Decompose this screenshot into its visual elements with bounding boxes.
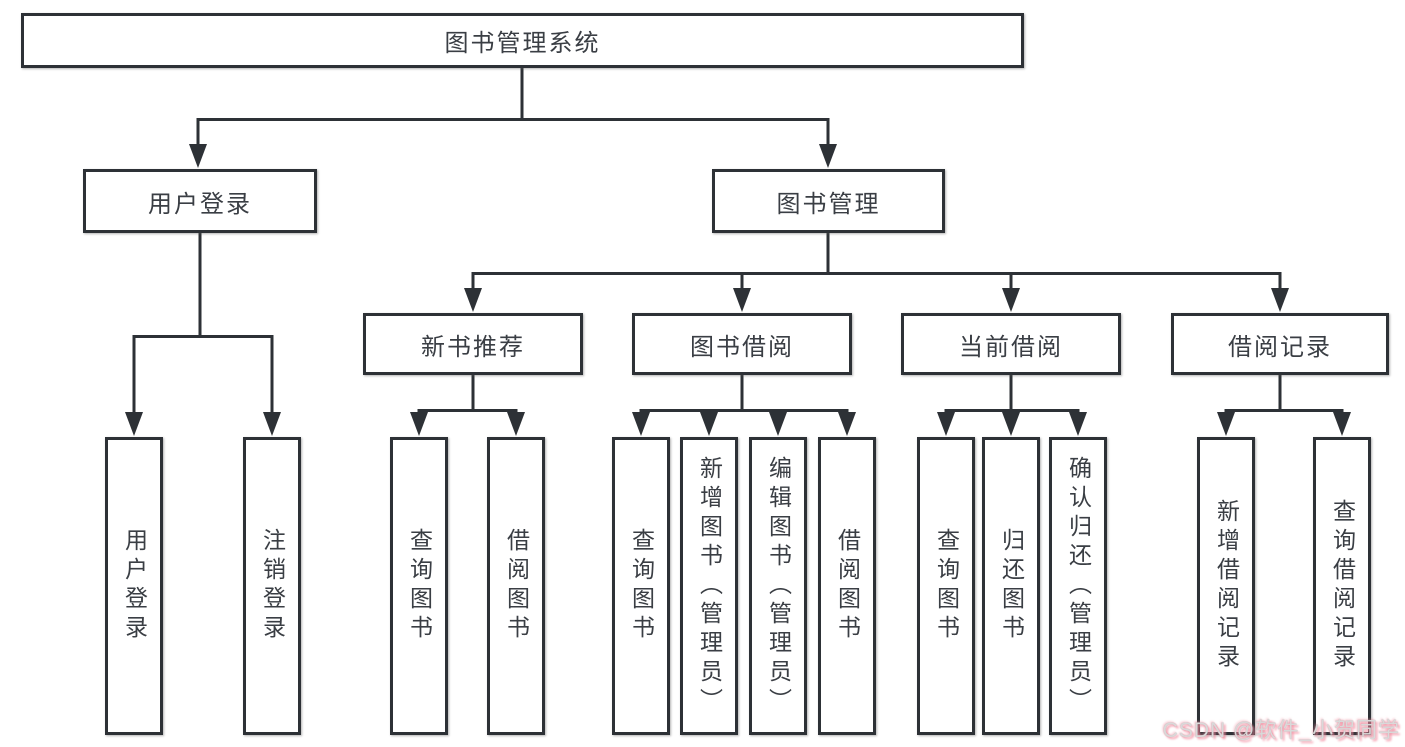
node-user-login-branch: 用户登录 — [83, 169, 317, 233]
node-label: 借阅记录 — [1228, 333, 1332, 361]
leaf-nb-query-books: 查询图书 — [390, 437, 448, 735]
node-borrow-record: 借阅记录 — [1171, 313, 1389, 375]
leaf-label: 确认归还（管理员） — [1065, 455, 1092, 717]
node-label: 新书推荐 — [421, 333, 525, 361]
leaf-label: 新增借阅记录 — [1213, 499, 1240, 673]
leaf-cb-confirm-return-admin: 确认归还（管理员） — [1049, 437, 1107, 735]
leaf-label: 借阅图书 — [834, 528, 861, 644]
leaf-label: 查询图书 — [406, 528, 433, 644]
leaf-label: 查询借阅记录 — [1329, 499, 1356, 673]
leaf-bb-borrow-books: 借阅图书 — [818, 437, 876, 735]
node-current-borrow: 当前借阅 — [901, 313, 1121, 375]
leaf-logout: 注销登录 — [243, 437, 301, 735]
leaf-label: 查询图书 — [628, 528, 655, 644]
node-book-borrow: 图书借阅 — [632, 313, 852, 375]
leaf-cb-query-books: 查询图书 — [917, 437, 975, 735]
leaf-label: 注销登录 — [259, 528, 286, 644]
leaf-bb-add-books-admin: 新增图书（管理员） — [680, 437, 738, 735]
csdn-watermark: CSDN @软件_小贺同学 — [1162, 719, 1400, 742]
leaf-user-login: 用户登录 — [105, 437, 163, 735]
node-book-management-branch: 图书管理 — [712, 169, 945, 233]
arrow-down-icons — [125, 144, 1351, 436]
leaf-br-add-borrow-record: 新增借阅记录 — [1197, 437, 1255, 735]
leaf-cb-return-books: 归还图书 — [982, 437, 1040, 735]
node-root-library-system: 图书管理系统 — [21, 13, 1024, 68]
node-label: 用户登录 — [148, 190, 252, 218]
leaf-nb-borrow-books: 借阅图书 — [487, 437, 545, 735]
node-new-book-recommend: 新书推荐 — [363, 313, 583, 375]
leaf-label: 编辑图书（管理员） — [765, 455, 792, 717]
leaf-br-query-borrow-record: 查询借阅记录 — [1313, 437, 1371, 735]
leaf-bb-query-books: 查询图书 — [612, 437, 670, 735]
leaf-bb-edit-books-admin: 编辑图书（管理员） — [749, 437, 807, 735]
leaf-label: 用户登录 — [121, 528, 148, 644]
node-label: 当前借阅 — [959, 333, 1063, 361]
leaf-label: 新增图书（管理员） — [696, 455, 723, 717]
node-label: 图书管理 — [776, 190, 881, 218]
node-label: 图书管理系统 — [444, 30, 601, 57]
leaf-label: 归还图书 — [998, 528, 1025, 644]
leaf-label: 查询图书 — [933, 528, 960, 644]
leaf-label: 借阅图书 — [503, 528, 530, 644]
node-label: 图书借阅 — [690, 333, 794, 361]
